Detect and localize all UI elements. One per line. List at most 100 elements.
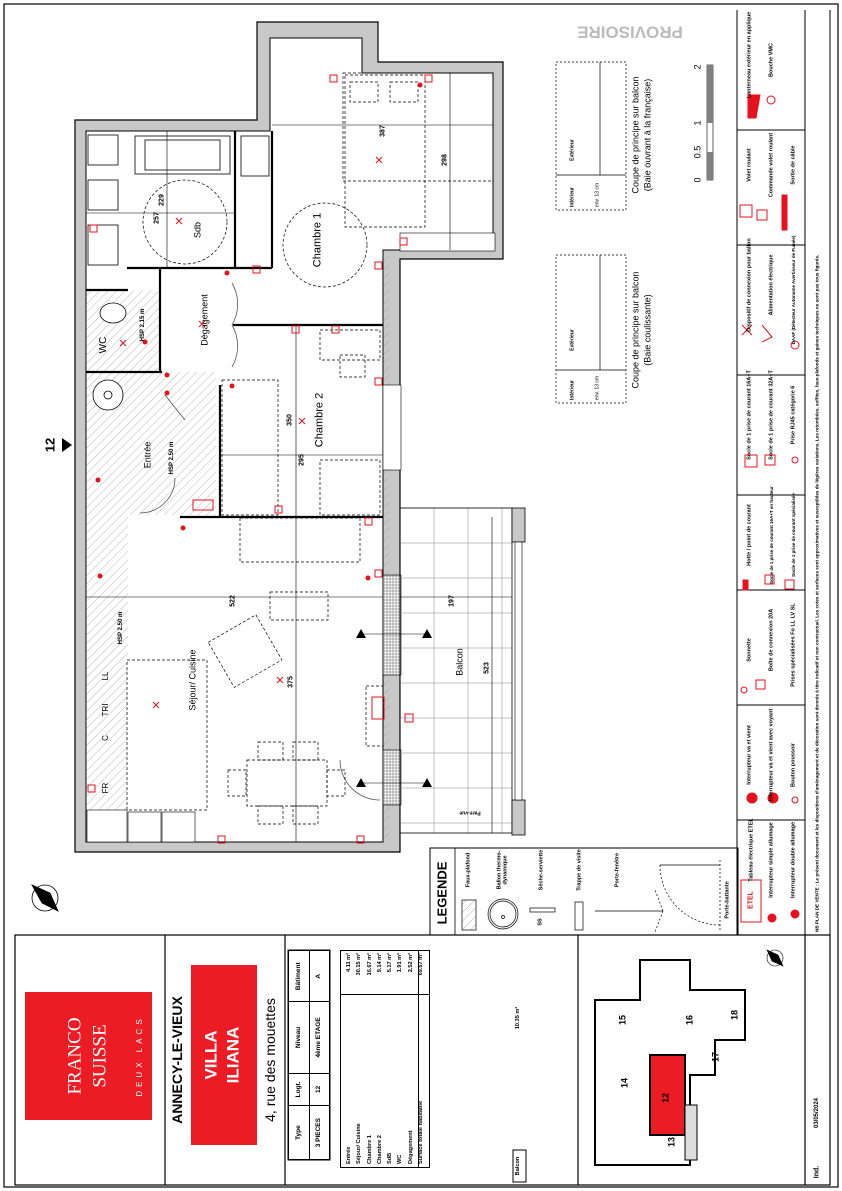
elec-legend-2-2: DAAF (Détecteur Autonome Avertisseur de … bbox=[790, 235, 796, 345]
scale-tick-1: 1 bbox=[692, 120, 703, 126]
keyplan-unit-15: 15 bbox=[617, 1014, 628, 1026]
program-logo: VILLA ILIANA bbox=[191, 965, 257, 1145]
false-ceiling-kitchen bbox=[86, 515, 128, 810]
dim-sdb-width: 257 bbox=[153, 212, 161, 224]
address: 4, rue des mouettes bbox=[262, 998, 278, 1122]
coupe1-title: Coupe de principe sur balcon bbox=[630, 76, 641, 194]
dim-ch2-width: 295 bbox=[298, 454, 306, 466]
keyplan-unit-14: 14 bbox=[619, 1077, 630, 1089]
brand-line3: DEUX LACS bbox=[135, 1015, 144, 1097]
page-border bbox=[3, 3, 839, 1188]
plan-date: 03/05/2024 bbox=[814, 1097, 820, 1129]
elec-legend-7-1: Interrupteur simple allumage bbox=[768, 822, 775, 898]
legend-ss-code: SS bbox=[537, 918, 544, 926]
elec-legend-1-2: Sortie de câble bbox=[790, 145, 797, 185]
legend-faux-plafond: Faux-plafond bbox=[465, 852, 472, 888]
coupe1-exterieur: Extérieur bbox=[569, 139, 576, 161]
unit-marker: 12 bbox=[42, 437, 58, 453]
room-label-balcon: Balcon bbox=[454, 648, 465, 676]
elec-legend-5-0: Sonnette bbox=[746, 638, 753, 662]
room-label-sejour: Séjour/ Cuisine bbox=[187, 649, 198, 711]
footnote-disclaimer: NB PLAN DE VENTE : Le présent document e… bbox=[814, 254, 820, 932]
surface-value: 1.91 m² bbox=[397, 953, 404, 973]
surface-label: SdB bbox=[387, 1152, 394, 1164]
info-table: Type Logt. Niveau Bâtiment 3 PIECES 12 4… bbox=[288, 950, 330, 1160]
windows bbox=[382, 232, 496, 806]
dim-balcon-length: 523 bbox=[483, 662, 491, 674]
dim-sejour-depth: 375 bbox=[287, 676, 295, 688]
balcon-label: Balcon bbox=[515, 1156, 522, 1176]
elec-legend-2-1: Alimentation électrique bbox=[768, 254, 775, 316]
legend-trappe: Trappe de visite bbox=[576, 849, 583, 891]
legend-porte-fenetre: Porte-fenêtre bbox=[614, 852, 621, 888]
room-label-sdb: Sdb bbox=[192, 221, 203, 239]
elec-legend-7-2: Interrupteur double allumage bbox=[790, 821, 797, 899]
surface-value: 16.67 m² bbox=[366, 953, 373, 976]
info-header-type: Type bbox=[288, 1105, 309, 1160]
info-header-logt: Logt. bbox=[288, 1073, 309, 1106]
hsp-sejour: HSP 2.50 m bbox=[118, 611, 124, 645]
coupe2-env: env. 13 cm bbox=[594, 375, 601, 401]
etel-icon: ETEL bbox=[747, 891, 755, 909]
surface-label: Séjour/ Cuisine bbox=[356, 1123, 363, 1164]
surface-label: Chambre 2 bbox=[376, 1135, 383, 1164]
keyplan-unit-13: 13 bbox=[666, 1136, 677, 1148]
revision-index-label: Ind. bbox=[813, 1165, 821, 1179]
bed-chambre2 bbox=[221, 329, 381, 516]
elec-legend-0-1: Bouche VMC bbox=[768, 43, 775, 77]
living-furniture bbox=[126, 517, 384, 825]
elec-legend-7-0: Tableau électrique ETEL bbox=[748, 818, 755, 882]
info-table-frame bbox=[287, 949, 331, 1161]
city-name: ANNECY-LE-VIEUX bbox=[169, 996, 185, 1124]
elec-legend-4-0: Hotte / point de courant bbox=[746, 504, 753, 566]
elec-legend-4-1: Socle de 1 prise de courant 16A+T en hau… bbox=[768, 486, 774, 584]
elec-legend-4-2: Socle de 1 prise de courant spécialisée bbox=[790, 493, 796, 577]
coupe2-interieur: Intérieur bbox=[569, 379, 576, 401]
false-ceiling-wall-ch bbox=[383, 255, 389, 840]
info-header-niveau: Niveau bbox=[288, 1001, 309, 1074]
elec-legend-6-0: Interrupteur va et vient bbox=[746, 725, 753, 785]
room-label-wc: WC bbox=[98, 336, 109, 354]
scale-bar bbox=[706, 64, 714, 181]
sdb-turning-circle bbox=[142, 179, 228, 265]
north-arrow-icon bbox=[31, 884, 59, 912]
keyplan-north-arrow-icon bbox=[766, 949, 784, 967]
info-header-batiment: Bâtiment bbox=[288, 950, 309, 1002]
ch1-turning-circle bbox=[282, 202, 368, 288]
legend-porte-battante: Porte-battante bbox=[724, 881, 731, 919]
legend-symbols bbox=[461, 860, 721, 933]
room-label-chambre2: Chambre 2 bbox=[313, 392, 326, 448]
dimension-lines bbox=[86, 73, 512, 842]
keyplan-unit-17: 17 bbox=[710, 1051, 721, 1063]
info-value-logt: 12 bbox=[309, 1073, 330, 1106]
coupe2-exterieur: Extérieur bbox=[569, 329, 576, 351]
info-value-type: 3 PIECES bbox=[309, 1105, 330, 1160]
room-label-entree: Entrée bbox=[142, 441, 153, 469]
section-markers bbox=[356, 629, 432, 787]
unit-arrow-icon bbox=[62, 438, 72, 452]
scale-tick-0-5: 0.5 bbox=[692, 145, 703, 159]
scale-tick-2: 2 bbox=[692, 64, 703, 70]
elec-legend-6-2: Bouton poussoir bbox=[790, 743, 797, 787]
brand-line2: SUISSE bbox=[89, 1024, 111, 1088]
balcony bbox=[399, 507, 526, 836]
surface-values: 4.11 m² 30.15 m² 16.67 m² 9.14 m² 5.17 m… bbox=[344, 953, 426, 991]
dim-ch1-depth: 298 bbox=[441, 154, 449, 166]
surface-value: 30.15 m² bbox=[356, 953, 363, 976]
surface-total-label: Surface totale habitable bbox=[418, 1100, 425, 1164]
coupe1-subtitle: (Baie ouvrant à la française) bbox=[642, 78, 653, 192]
keyplan-unit-12: 12 bbox=[660, 1092, 671, 1104]
surface-labels: Entrée Séjour/ Cuisine Chambre 1 Chambre… bbox=[344, 1101, 426, 1164]
coupe2-title: Coupe de principe sur balcon bbox=[630, 271, 641, 389]
balcon-value: 10.35 m² bbox=[515, 1006, 522, 1030]
elec-legend-3-2: Prise RJ45 catégorie 6 bbox=[790, 385, 797, 445]
section-drawings bbox=[555, 61, 627, 404]
title-block-frame bbox=[14, 934, 831, 1186]
elec-legend-1-1: Commande volet roulant bbox=[768, 132, 775, 198]
kitchen-appliances bbox=[86, 809, 196, 843]
elec-legend-5-1: Boîte de connexion 20A bbox=[768, 608, 775, 672]
bed-chambre1 bbox=[342, 72, 494, 228]
surface-value: 5.17 m² bbox=[387, 953, 394, 973]
info-value-niveau: 4ème ETAGE bbox=[309, 1001, 330, 1074]
